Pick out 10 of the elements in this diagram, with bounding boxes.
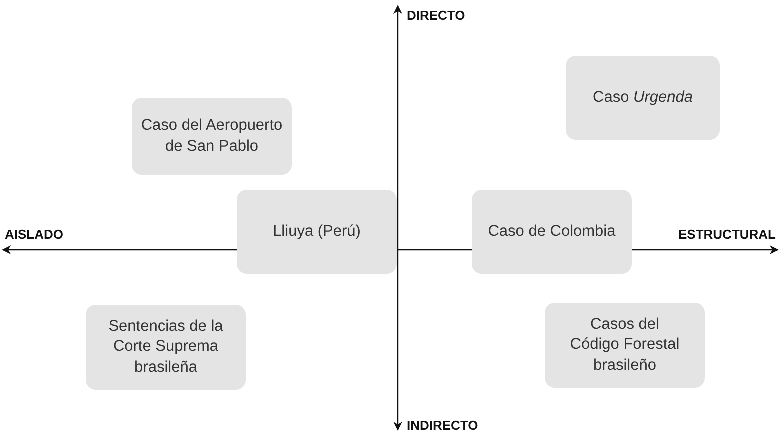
case-box: Caso de Colombia [472, 190, 632, 274]
case-box: Caso Urgenda [566, 56, 720, 140]
case-box: Casos del Código Forestal brasileño [545, 303, 705, 388]
axis-label: INDIRECTO [407, 418, 478, 433]
case-box: Lliuya (Perú) [237, 190, 397, 274]
case-box: Sentencias de la Corte Suprema brasileña [86, 305, 246, 390]
axis-label: DIRECTO [407, 8, 466, 23]
axis-label: ESTRUCTURAL [678, 227, 776, 242]
case-box: Caso del Aeropuerto de San Pablo [132, 98, 292, 175]
axis-label: AISLADO [5, 227, 64, 242]
